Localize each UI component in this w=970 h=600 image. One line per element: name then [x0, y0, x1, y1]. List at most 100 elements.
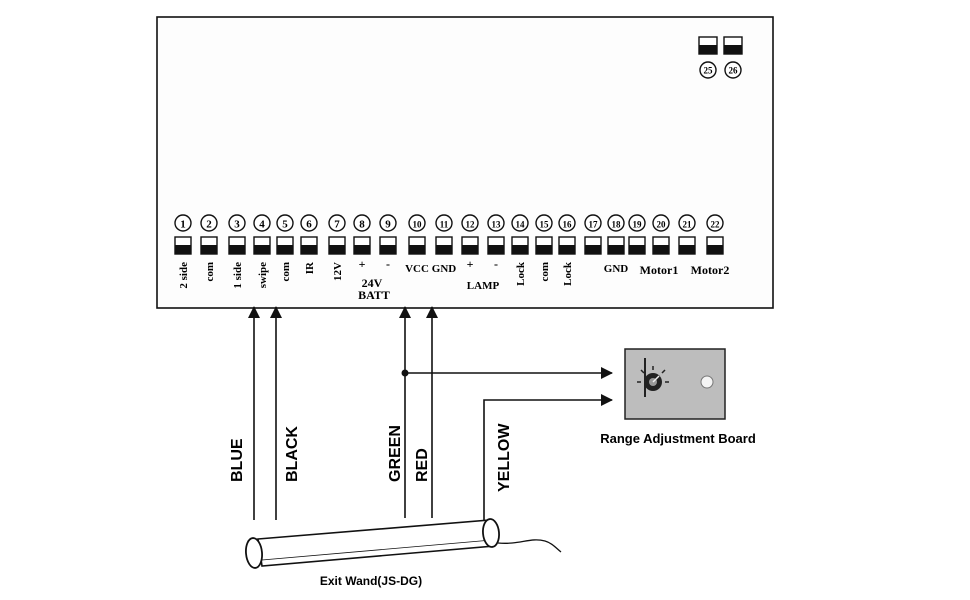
terminal-label: swipe [257, 262, 269, 288]
motor2-label: Motor2 [691, 263, 730, 277]
terminal-number: 17 [589, 220, 599, 230]
terminal-number-circle [435, 214, 453, 232]
terminal-screw-shade [201, 245, 217, 254]
terminal-number-circle [558, 214, 576, 232]
terminal-label: 1 side [232, 262, 244, 289]
terminal-label: com [280, 262, 292, 282]
terminal-number: 8 [359, 219, 365, 231]
terminal-number-circle [706, 214, 724, 232]
terminal-number: 10 [413, 220, 423, 230]
terminal-number-circle [379, 214, 397, 232]
terminal-number: 19 [633, 220, 643, 230]
terminal-number-circle [461, 214, 479, 232]
terminal-number: 16 [563, 220, 573, 230]
terminal-number: 12 [466, 220, 476, 230]
terminal-number-circle [584, 214, 602, 232]
terminal-screw-shade [409, 245, 425, 254]
terminal-number: 14 [516, 220, 526, 230]
terminal-number: 3 [234, 219, 240, 231]
exit-wand [245, 518, 562, 569]
terminal-screw-shade [254, 245, 270, 254]
corner-terminal-number: 25 [704, 66, 714, 76]
motor1-label: Motor1 [640, 263, 679, 277]
mounting-hole-icon [700, 375, 714, 389]
terminal-screw-shade [512, 245, 528, 254]
terminal-screw-shade [436, 245, 452, 254]
exit-wand-label: Exit Wand(JS-DG) [320, 574, 422, 588]
terminal-number: 1 [180, 219, 186, 231]
terminal-number-circle [253, 214, 271, 232]
black-wire-label: BLACK [284, 426, 301, 482]
terminal-number-circle [628, 214, 646, 232]
terminal-number-circle [353, 214, 371, 232]
terminal-number: 15 [540, 220, 550, 230]
wire-group [248, 306, 613, 520]
terminal-label: com [539, 262, 551, 282]
terminal-number-circle [228, 214, 246, 232]
terminal-label: Lock [562, 261, 574, 286]
terminal-number: 2 [206, 219, 212, 231]
terminal-number-circle [535, 214, 553, 232]
corner-terminal-number: 26 [729, 66, 739, 76]
terminal-number-circle [300, 214, 318, 232]
terminal-screw-shade [488, 245, 504, 254]
terminal-number-circle [607, 214, 625, 232]
terminal-screw-shade [707, 245, 723, 254]
green-wire-label: GREEN [387, 425, 404, 482]
batt-label: BATT [358, 288, 390, 302]
lamp-label: LAMP [467, 280, 500, 292]
terminal-number: 18 [612, 220, 622, 230]
terminal-screw-shade [585, 245, 601, 254]
terminal-number: 6 [306, 219, 312, 231]
corner-terminal-number-circle [724, 61, 742, 79]
terminal-label: VCC [405, 263, 429, 275]
terminal-label: 12V [332, 262, 344, 281]
terminal-screw-shade [653, 245, 669, 254]
terminal-screw-shade [629, 245, 645, 254]
terminal-number: 5 [282, 219, 288, 231]
terminal-screw-shade [536, 245, 552, 254]
blue-wire-label: BLUE [229, 438, 246, 482]
terminal-screw-shade [462, 245, 478, 254]
terminal-label: com [204, 262, 216, 282]
terminal-number: 22 [711, 220, 721, 230]
terminal-screw-shade [380, 245, 396, 254]
terminal-screw-shade [559, 245, 575, 254]
wire-junction-dot [401, 369, 409, 377]
terminal-screw-shade [175, 245, 191, 254]
terminal-screw-shade [229, 245, 245, 254]
terminal-screw-shade [277, 245, 293, 254]
terminal-number-circle [408, 214, 426, 232]
corner-terminal-screw-shade [724, 45, 742, 54]
terminal-number: 7 [334, 219, 340, 231]
terminal-number-circle [174, 214, 192, 232]
terminal-screw-shade [301, 245, 317, 254]
range-adjustment-board [624, 348, 726, 420]
terminal-label: + [467, 257, 474, 271]
controller-board [156, 16, 774, 309]
terminal-screw-shade [329, 245, 345, 254]
corner-terminal-group: 25 26 [698, 36, 743, 79]
range-board-label: Range Adjustment Board [600, 431, 756, 446]
gnd-group-label: GND [604, 263, 629, 275]
terminal-number-circle [678, 214, 696, 232]
terminal-number-circle [276, 214, 294, 232]
terminal-label: 2 side [178, 262, 190, 289]
terminal-label: + [359, 257, 366, 271]
terminal-number: 21 [683, 220, 693, 230]
terminal-number-circle [652, 214, 670, 232]
potentiometer-icon [637, 358, 669, 397]
terminal-label: - [386, 257, 390, 271]
corner-terminal-number-circle [699, 61, 717, 79]
terminal-number-circle [200, 214, 218, 232]
terminal-label: Lock [515, 261, 527, 286]
terminal-number: 9 [385, 219, 391, 231]
terminal-label: GND [432, 263, 457, 275]
terminal-number: 4 [259, 219, 265, 231]
batt-24v-label: 24V [362, 276, 383, 290]
terminal-number: 20 [657, 220, 667, 230]
terminal-number-circle [487, 214, 505, 232]
terminal-screw-shade [354, 245, 370, 254]
